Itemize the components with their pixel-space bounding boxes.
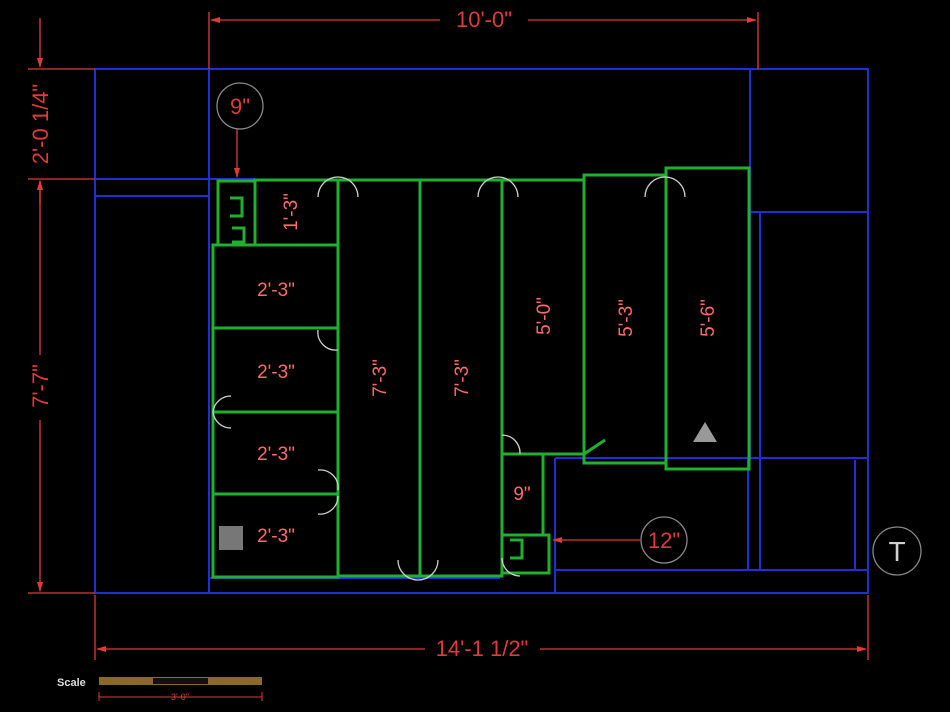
small-shelf-label: 9" bbox=[513, 484, 530, 505]
callout-circle-right bbox=[640, 516, 688, 564]
small-jog bbox=[500, 533, 551, 575]
t-symbol-icon: T bbox=[888, 536, 905, 567]
shelf-label-right-2: 5'-3" bbox=[616, 299, 637, 337]
scale-bar bbox=[98, 677, 263, 701]
callout-top-label: 9" bbox=[230, 94, 250, 119]
left-lower-label: 7'-7" bbox=[28, 364, 53, 408]
shelf-label-mid-1: 7'-3" bbox=[370, 359, 391, 397]
scale-label: Scale bbox=[57, 677, 86, 689]
shelf-label-left-2: 2'-3" bbox=[257, 362, 295, 383]
bottom-width-label: 14'-1 1/2" bbox=[436, 636, 529, 661]
walls bbox=[94, 68, 869, 594]
callout-right-label: 12" bbox=[648, 528, 680, 553]
outer-wall bbox=[94, 68, 869, 594]
shelving bbox=[211, 166, 751, 579]
shelf-label-left-3: 2'-3" bbox=[257, 444, 295, 465]
shelf-label-left-1: 2'-3" bbox=[257, 280, 295, 301]
square-marker-icon bbox=[219, 526, 243, 550]
shelf-label-left-4: 2'-3" bbox=[257, 526, 295, 547]
right-shelf-3 bbox=[664, 166, 751, 471]
top-width-label: 10'-0" bbox=[456, 7, 512, 32]
shelf-label-right-3: 5'-6" bbox=[698, 299, 719, 337]
t-symbol-circle bbox=[872, 526, 922, 576]
dimension-lines bbox=[28, 12, 869, 660]
door-swings bbox=[212, 176, 686, 581]
left-upper-label: 2'-0 1/4" bbox=[28, 84, 53, 165]
corner-jog bbox=[216, 179, 257, 247]
scale-value: 3'-0" bbox=[171, 692, 189, 702]
triangle-marker-icon bbox=[693, 422, 717, 442]
corner-gap-label: 1'-3" bbox=[281, 193, 302, 231]
shelf-label-right-1: 5'-0" bbox=[534, 297, 555, 335]
callout-circle-top bbox=[216, 82, 264, 130]
shelf-label-mid-2: 7'-3" bbox=[452, 359, 473, 397]
